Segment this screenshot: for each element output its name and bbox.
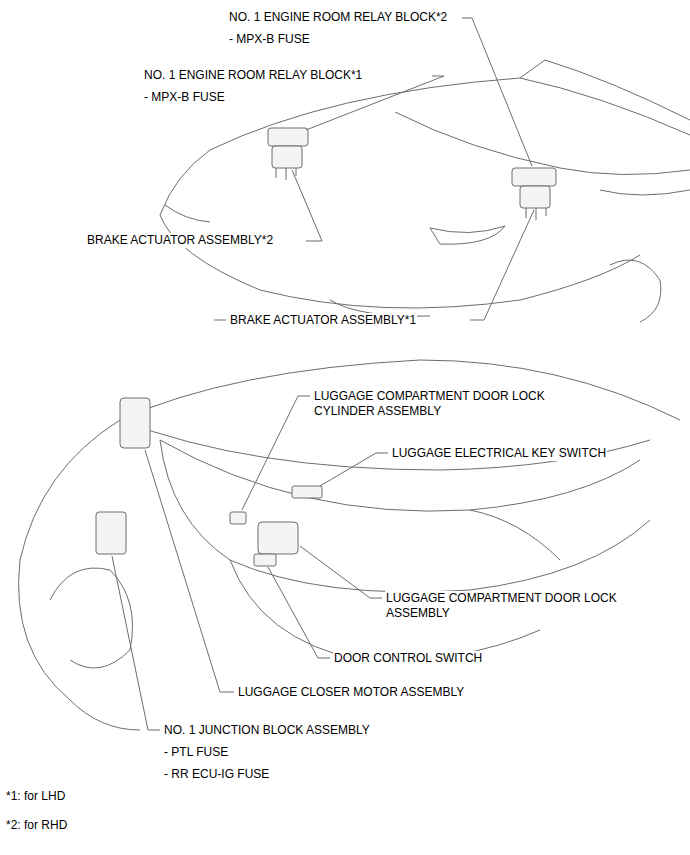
part-label: LUGGAGE COMPARTMENT DOOR LOCK CYLINDER A… [313,389,595,419]
part-label: NO. 1 JUNCTION BLOCK ASSEMBLY [163,723,371,738]
fuse-label: - MPX-B FUSE [143,90,226,105]
part-label: DOOR CONTROL SWITCH [333,651,483,666]
part-label: BRAKE ACTUATOR ASSEMBLY*1 [229,313,417,328]
part-label: NO. 1 ENGINE ROOM RELAY BLOCK*1 [143,68,363,83]
part-label: LUGGAGE ELECTRICAL KEY SWITCH [391,446,607,461]
footnote: *1: for LHD [5,789,66,804]
fuse-label: - MPX-B FUSE [228,32,311,47]
part-label: LUGGAGE CLOSER MOTOR ASSEMBLY [237,685,465,700]
part-label: BRAKE ACTUATOR ASSEMBLY*2 [86,233,274,248]
fuse-label: - PTL FUSE [163,745,229,760]
footnote: *2: for RHD [5,818,68,833]
part-label: LUGGAGE COMPARTMENT DOOR LOCK ASSEMBLY [385,591,619,621]
fuse-label: - RR ECU-IG FUSE [163,767,270,782]
part-label: NO. 1 ENGINE ROOM RELAY BLOCK*2 [228,10,448,25]
